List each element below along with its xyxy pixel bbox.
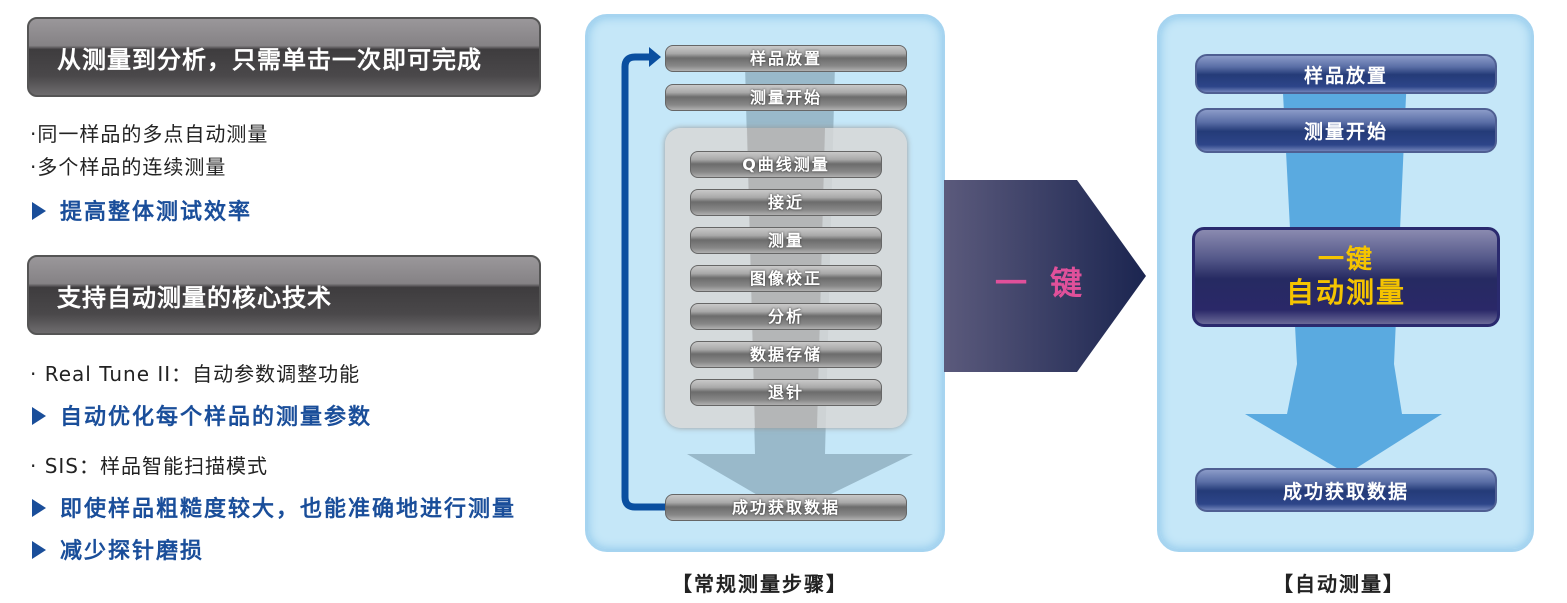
triangle-bullet-icon: [32, 202, 46, 220]
triangle-bullet-icon: [32, 499, 46, 517]
highlight-text: 自动优化每个样品的测量参数: [60, 405, 373, 430]
highlight-params: 自动优化每个样品的测量参数: [32, 399, 372, 431]
bullet-multi-sample: ·多个样品的连续测量: [30, 155, 227, 179]
conventional-caption: 【常规测量步骤】: [672, 572, 848, 596]
step-measure-start: 测量开始: [665, 84, 907, 111]
step-retract: 退针: [690, 379, 882, 406]
header-one-click: 从测量到分析，只需单击一次即可完成: [27, 17, 541, 97]
step-measure: 测量: [690, 227, 882, 254]
auto-step-sample-placement: 样品放置: [1195, 54, 1497, 94]
step-analysis: 分析: [690, 303, 882, 330]
triangle-bullet-icon: [32, 541, 46, 559]
one-click-auto-measure-box: 一键 自动测量: [1192, 227, 1500, 327]
step-image-correction: 图像校正: [690, 265, 882, 292]
step-data-acquired: 成功获取数据: [665, 494, 907, 521]
one-click-label: 一 键: [995, 264, 1089, 302]
highlight-wear: 减少探针磨损: [32, 533, 204, 565]
step-data-storage: 数据存储: [690, 341, 882, 368]
step-approach: 接近: [690, 189, 882, 216]
highlight-text: 提高整体测试效率: [60, 200, 253, 225]
highlight-rough: 即使样品粗糙度较大，也能准确地进行测量: [32, 491, 516, 523]
auto-center-line1: 一键: [1317, 245, 1374, 275]
header-core-tech: 支持自动测量的核心技术: [27, 255, 541, 335]
bullet-multi-point: ·同一样品的多点自动测量: [30, 122, 269, 146]
highlight-text: 减少探针磨损: [60, 539, 205, 564]
auto-caption: 【自动测量】: [1273, 572, 1405, 596]
triangle-bullet-icon: [32, 407, 46, 425]
auto-step-measure-start: 测量开始: [1195, 108, 1497, 153]
auto-step-data-acquired: 成功获取数据: [1195, 468, 1497, 512]
step-sample-placement: 样品放置: [665, 45, 907, 72]
one-click-arrow-icon: [944, 180, 1146, 372]
highlight-text: 即使样品粗糙度较大，也能准确地进行测量: [60, 497, 517, 522]
auto-center-line2: 自动测量: [1285, 276, 1406, 309]
step-q-curve: Q曲线测量: [690, 151, 882, 178]
loop-arrow-icon: [621, 53, 665, 511]
bullet-sis: · SIS：样品智能扫描模式: [30, 454, 269, 478]
bullet-realtune: · Real Tune II：自动参数调整功能: [30, 362, 361, 386]
highlight-efficiency: 提高整体测试效率: [32, 194, 252, 226]
